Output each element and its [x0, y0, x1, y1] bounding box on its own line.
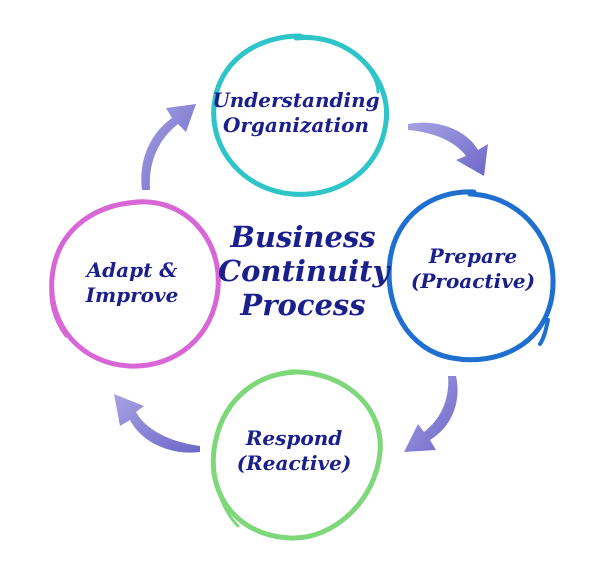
node-understanding-label: Understanding Organization [210, 88, 382, 138]
node-prepare-line-1: Prepare [428, 244, 518, 268]
center-title-line-1: Business [230, 220, 376, 254]
center-title: Business Continuity Process [218, 220, 390, 323]
node-adapt-line-1: Adapt & [86, 258, 178, 282]
circle-adapt [49, 199, 221, 369]
node-understanding-line-2: Organization [222, 113, 370, 137]
center-title-line-3: Process [240, 288, 366, 323]
arrow-prepare-to-respond [404, 376, 458, 452]
circle-understanding [211, 33, 390, 197]
node-respond-label: Respond (Reactive) [224, 426, 364, 476]
node-prepare-label: Prepare (Proactive) [398, 244, 548, 294]
node-adapt-label: Adapt & Improve [62, 258, 202, 308]
node-respond-line-1: Respond [245, 426, 343, 450]
node-understanding-line-1: Understanding [212, 88, 380, 112]
circle-respond [210, 369, 383, 541]
node-prepare-line-2: (Proactive) [410, 269, 536, 293]
center-title-line-2: Continuity [218, 254, 390, 289]
node-respond-line-2: (Reactive) [236, 451, 352, 475]
node-adapt-line-2: Improve [85, 283, 179, 307]
arrow-adapt-to-understanding [141, 104, 196, 190]
arrow-respond-to-adapt [114, 394, 200, 453]
arrow-understanding-to-prepare [408, 122, 488, 176]
circle-prepare [386, 189, 556, 363]
